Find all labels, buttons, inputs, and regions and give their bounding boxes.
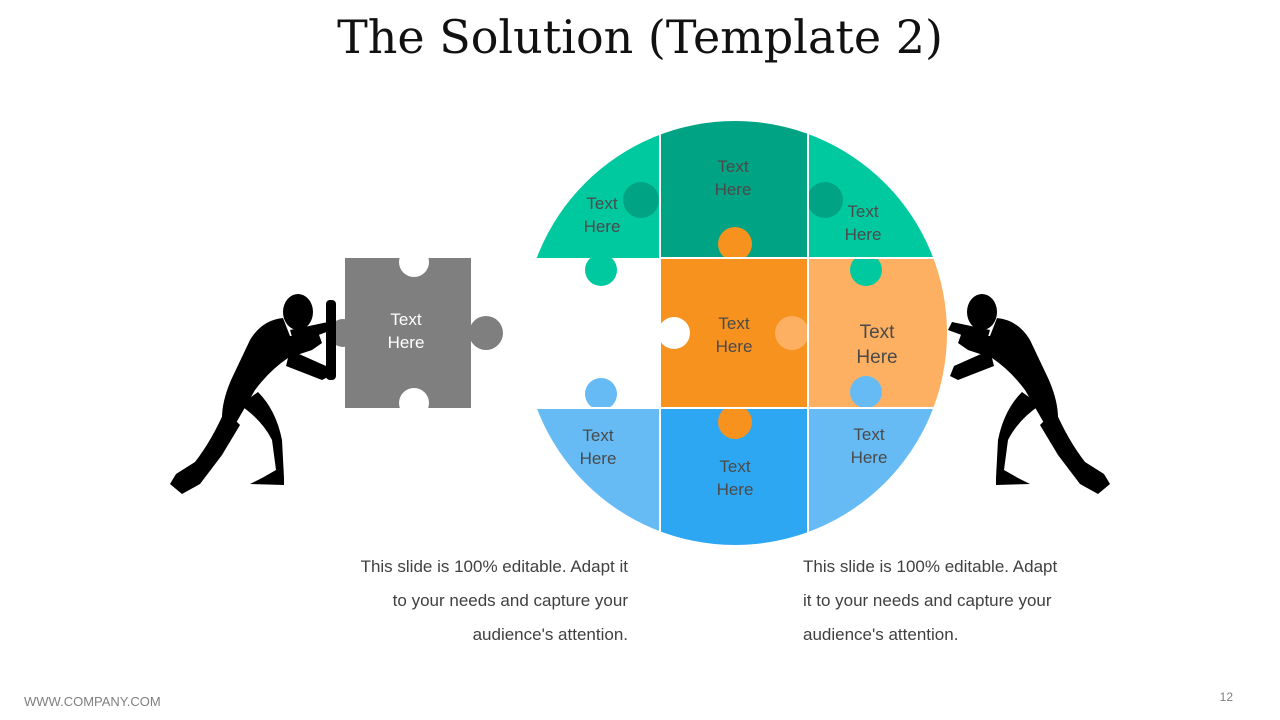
man-pushing-silhouette-icon — [170, 294, 336, 494]
label-detached-1: Text — [390, 310, 421, 329]
label-top-right-2: Here — [845, 225, 882, 244]
label-bottom-center-1: Text — [719, 457, 750, 476]
label-middle-right-2: Here — [856, 347, 897, 368]
piece-seams — [523, 121, 947, 545]
label-bottom-right-1: Text — [853, 425, 884, 444]
label-top-center-1: Text — [717, 157, 748, 176]
label-bottom-center-2: Here — [717, 480, 754, 499]
tab-middle-right-left — [775, 316, 809, 350]
tab-top-center-left — [623, 182, 659, 218]
label-middle-center-2: Here — [716, 337, 753, 356]
page-number: 12 — [1219, 690, 1233, 704]
label-top-left-2: Here — [584, 217, 621, 236]
tab-top-right-down — [850, 254, 882, 286]
tab-bottom-left-right — [624, 449, 658, 483]
man-pushing-silhouette-icon — [948, 294, 1110, 494]
label-top-center-2: Here — [715, 180, 752, 199]
description-left: This slide is 100% editable. Adapt it to… — [360, 557, 628, 644]
tab-middle-center-down — [718, 405, 752, 439]
tab-middle-center-up — [718, 227, 752, 261]
label-bottom-left-2: Here — [580, 449, 617, 468]
footer-url: WWW.COMPANY.COM — [24, 694, 161, 709]
label-top-left-1: Text — [586, 194, 617, 213]
piece-labels: Text Here Text Here Text Here Text Here … — [388, 157, 898, 499]
label-middle-center-1: Text — [718, 314, 749, 333]
detached-piece[interactable] — [329, 247, 503, 418]
label-bottom-right-2: Here — [851, 448, 888, 467]
slide-title: The Solution (Template 2) — [337, 10, 943, 64]
slot-blank-notch — [658, 317, 690, 349]
tab-top-center-right — [807, 182, 843, 218]
description-right: This slide is 100% editable. Adapt it to… — [803, 557, 1058, 644]
tab-bottom-right-up — [850, 376, 882, 408]
label-bottom-left-1: Text — [582, 426, 613, 445]
label-detached-2: Here — [388, 333, 425, 352]
tab-bottom-right-left — [808, 449, 842, 483]
label-top-right-1: Text — [847, 202, 878, 221]
label-middle-right-1: Text — [860, 322, 896, 343]
